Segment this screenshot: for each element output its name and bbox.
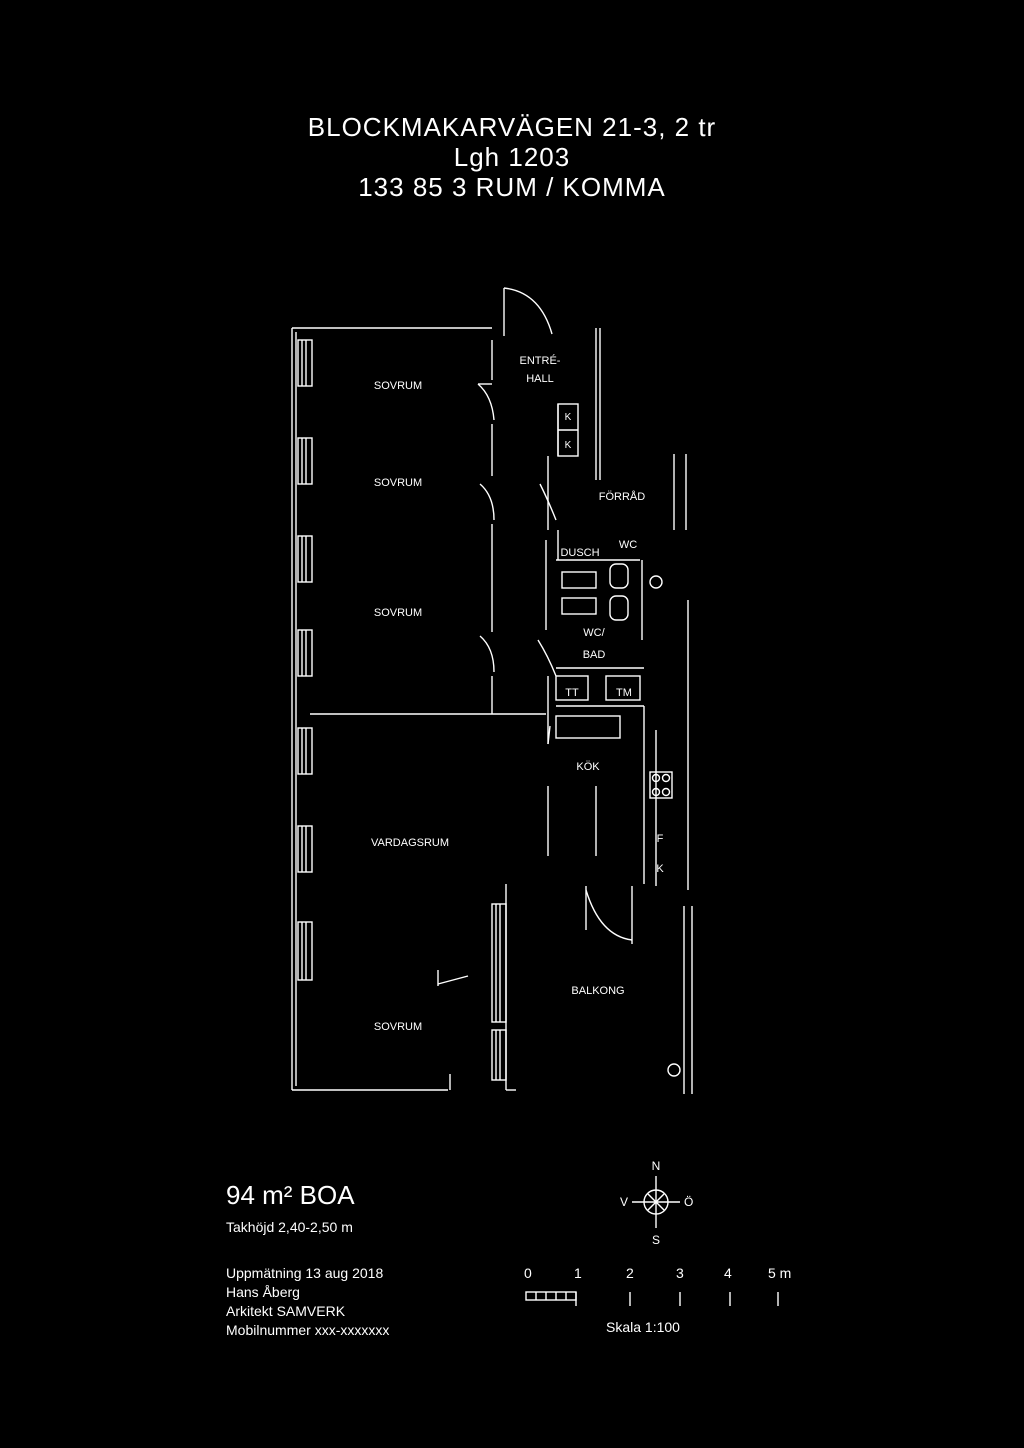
room-entre-line2: HALL: [526, 373, 554, 385]
building-info: 133 85 3 RUM / KOMMA: [358, 172, 666, 202]
room-dusch: DUSCH: [560, 547, 599, 559]
balcony-area: [437, 884, 681, 1091]
windows-west: [297, 339, 313, 981]
company-name: Arkitekt SAMVERK: [226, 1303, 346, 1319]
scale-label-3: 3: [676, 1265, 684, 1281]
room-sovrum-2: SOVRUM: [374, 477, 422, 489]
appliance-k: K: [656, 863, 664, 875]
room-forrad: FÖRRÅD: [599, 490, 646, 503]
closet-label-bottom: K: [565, 440, 572, 451]
bathroom-fixtures: [555, 563, 663, 701]
room-wc-bad-line1: WC/: [583, 627, 605, 639]
room-tm: TM: [616, 687, 632, 699]
apartment-number: Lgh 1203: [453, 142, 571, 172]
closet-label-top: K: [565, 412, 572, 423]
surveyor-name: Hans Åberg: [226, 1284, 300, 1300]
room-vardagsrum: VARDAGSRUM: [371, 837, 449, 849]
room-wc-bad-line2: BAD: [583, 649, 606, 661]
compass-west: V: [620, 1195, 628, 1209]
contact-info: Mobilnummer xxx-xxxxxxx: [226, 1322, 390, 1338]
scale-label-4: 4: [724, 1265, 732, 1281]
room-kok: KÖK: [576, 761, 600, 773]
interior-walls: [310, 340, 675, 744]
closet-markers: K K: [557, 403, 579, 457]
address-title: BLOCKMAKARVÄGEN 21-3, 2 tr: [307, 112, 717, 142]
outer-walls: [291, 327, 693, 1094]
scale-label-2: 2: [626, 1265, 634, 1281]
compass-south: S: [652, 1233, 660, 1247]
compass-north: N: [652, 1159, 661, 1173]
scale-label-5: 5 m: [768, 1265, 792, 1281]
room-tt: TT: [565, 687, 579, 699]
ceiling-height: Takhöjd 2,40-2,50 m: [226, 1219, 353, 1235]
scale-bar: [525, 1291, 779, 1306]
survey-date: Uppmätning 13 aug 2018: [226, 1265, 384, 1281]
room-labels: SOVRUM ENTRÉ- HALL SOVRUM FÖRRÅD DUSCH W…: [371, 354, 664, 1033]
room-balkong: BALKONG: [571, 985, 624, 997]
kitchen-fixtures: [547, 706, 673, 886]
compass-rose: N S Ö V: [620, 1159, 693, 1247]
room-sovrum-1: SOVRUM: [374, 380, 422, 392]
entrance-door[interactable]: [503, 287, 553, 336]
scale-caption: Skala 1:100: [606, 1319, 680, 1335]
room-sovrum-4: SOVRUM: [374, 1021, 422, 1033]
room-wc: WC: [619, 539, 637, 551]
area-label: 94 m² BOA: [226, 1180, 355, 1210]
appliance-f: F: [657, 833, 664, 845]
balcony-door[interactable]: [585, 886, 633, 944]
scale-label-1: 1: [574, 1265, 582, 1281]
room-sovrum-3: SOVRUM: [374, 607, 422, 619]
compass-east: Ö: [684, 1195, 693, 1209]
scale-label-0: 0: [524, 1265, 532, 1281]
room-entre-line1: ENTRÉ-: [520, 354, 561, 367]
